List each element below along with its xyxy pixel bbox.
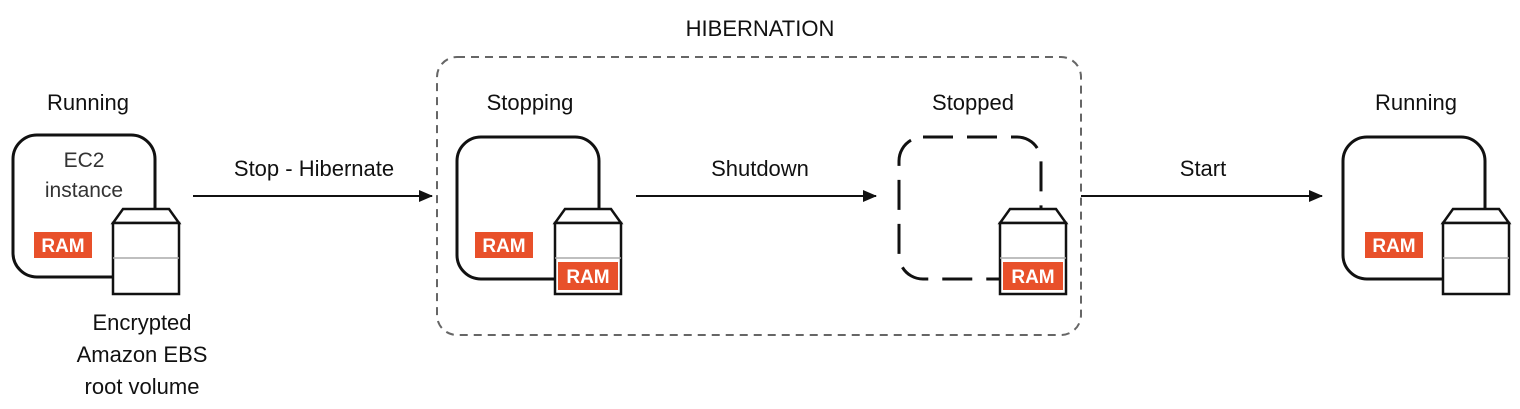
state-stopping: Stopping RAM RAM bbox=[455, 90, 624, 296]
volume-caption-line2: Amazon EBS bbox=[77, 342, 208, 367]
ram-badge-label: RAM bbox=[1011, 267, 1054, 288]
transition-shutdown: Shutdown bbox=[636, 156, 877, 202]
ram-badge-label: RAM bbox=[482, 236, 525, 257]
state-running-end: Running RAM bbox=[1341, 90, 1512, 296]
ram-badge bbox=[1365, 232, 1423, 258]
ebs-volume-icon bbox=[110, 207, 182, 296]
state-label-stopped: Stopped bbox=[932, 90, 1014, 115]
ram-badge bbox=[34, 232, 92, 258]
state-label-running-end: Running bbox=[1375, 90, 1457, 115]
volume-caption-line3: root volume bbox=[85, 374, 200, 399]
ram-badge bbox=[1003, 262, 1063, 290]
transition-stop-hibernate: Stop - Hibernate bbox=[193, 156, 433, 202]
volume-cap bbox=[110, 207, 182, 225]
ram-badge-label: RAM bbox=[1372, 236, 1415, 257]
action-label-stop-hibernate: Stop - Hibernate bbox=[234, 156, 394, 181]
ebs-volume-icon bbox=[1440, 207, 1512, 296]
transition-start: Start bbox=[1081, 156, 1323, 202]
action-label-shutdown: Shutdown bbox=[711, 156, 809, 181]
ram-badge-label: RAM bbox=[566, 267, 609, 288]
state-running-start: Running EC2 instance RAM Encrypted Amazo… bbox=[11, 90, 208, 399]
volume-cap bbox=[1440, 207, 1512, 225]
hibernation-group: HIBERNATION bbox=[436, 16, 1082, 336]
volume-cap bbox=[997, 207, 1069, 225]
hibernation-title: HIBERNATION bbox=[686, 16, 835, 41]
volume-caption-line1: Encrypted bbox=[92, 310, 191, 335]
action-label-start: Start bbox=[1180, 156, 1226, 181]
state-label-running-start: Running bbox=[47, 90, 129, 115]
volume-cap bbox=[552, 207, 624, 225]
hibernation-frame bbox=[436, 56, 1082, 336]
instance-label-line2: instance bbox=[45, 179, 123, 202]
instance-label-line1: EC2 bbox=[64, 149, 105, 172]
state-label-stopping: Stopping bbox=[487, 90, 574, 115]
ram-badge-label: RAM bbox=[41, 236, 84, 257]
ram-badge bbox=[475, 232, 533, 258]
state-stopped: Stopped RAM bbox=[897, 90, 1069, 296]
ebs-volume-icon: RAM bbox=[997, 207, 1069, 296]
ram-badge bbox=[558, 262, 618, 290]
ebs-volume-icon: RAM bbox=[552, 207, 624, 296]
